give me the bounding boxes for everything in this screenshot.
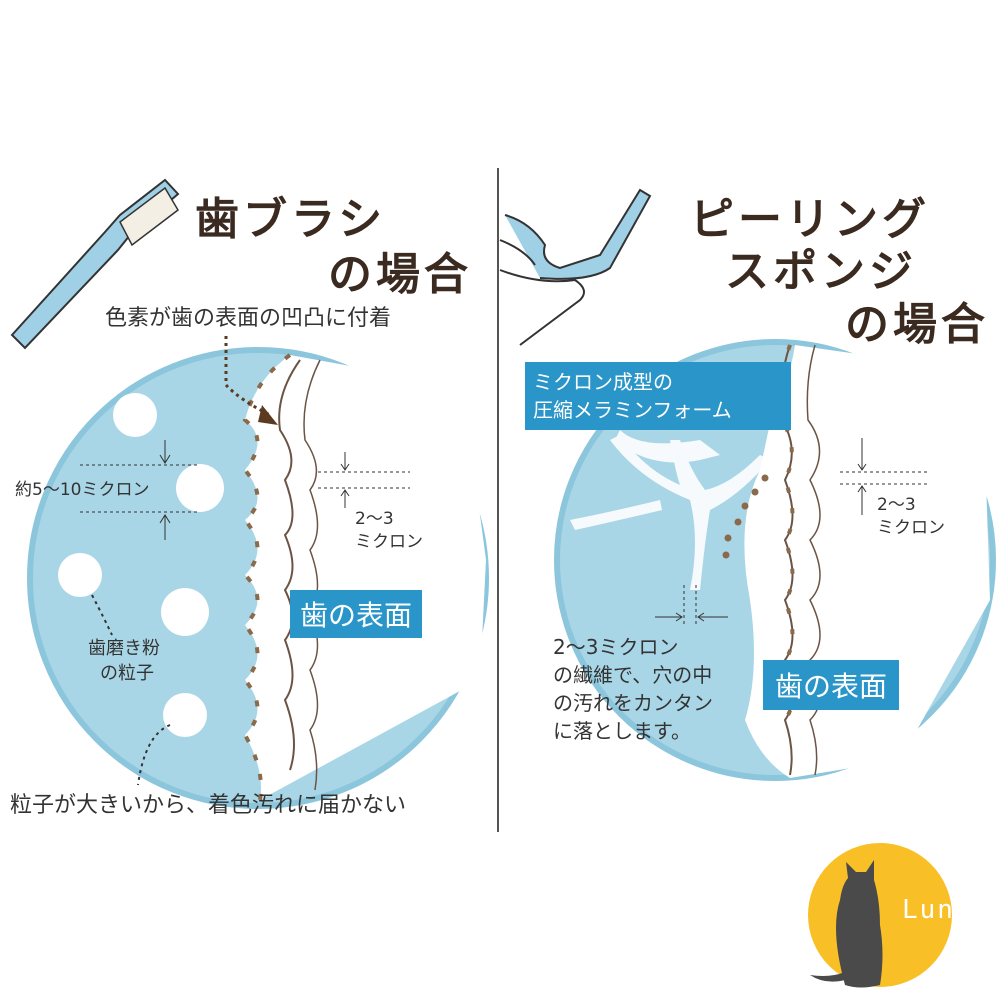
right-gap-size-line1: 2～3 [877,495,916,515]
fiber-caption-line4: に落とします。 [553,719,691,743]
fiber-caption-line2: の繊維で、穴の中 [553,663,713,687]
particle-size-label: 約5～10ミクロン [15,480,150,500]
peeling-sponge-icon [499,188,652,346]
left-gap-size-line1: 2～3 [355,509,394,529]
right-title-line3: の場合 [845,299,989,350]
left-title-line2: の場合 [328,249,472,300]
foam-label-line1: ミクロン成型の [533,370,673,394]
right-title-line1: ピーリング [690,194,930,245]
foam-label: ミクロン成型の 圧縮メラミンフォーム [525,362,791,430]
pigment-caption: 色素が歯の表面の凹凸に付着 [105,306,392,331]
left-magnified-circle [27,336,489,809]
luna-logo [808,843,952,988]
fiber-caption-line1: 2～3ミクロン [553,635,679,659]
toothbrush-icon [10,178,180,350]
foam-label-line2: 圧縮メラミンフォーム [533,398,732,422]
logo-text: Luna [902,895,973,925]
left-gap-size-line2: ミクロン [355,532,423,552]
right-gap-size-line2: ミクロン [877,518,945,538]
fiber-caption: 2～3ミクロン の繊維で、穴の中 の汚れをカンタン に落とします。 [553,633,713,745]
right-tooth-surface-label: 歯の表面 [763,660,900,710]
powder-label-line1: 歯磨き粉 [88,638,160,659]
left-bottom-caption: 粒子が大きいから、着色汚れに届かない [10,793,407,818]
right-title-line2: スポンジ [725,246,917,297]
left-title-line1: 歯ブラシ [195,194,387,245]
left-tooth-surface-label: 歯の表面 [290,590,423,638]
powder-label-line2: の粒子 [100,663,154,684]
fiber-caption-line3: の汚れをカンタン [553,691,713,715]
cat-icon [810,860,883,988]
